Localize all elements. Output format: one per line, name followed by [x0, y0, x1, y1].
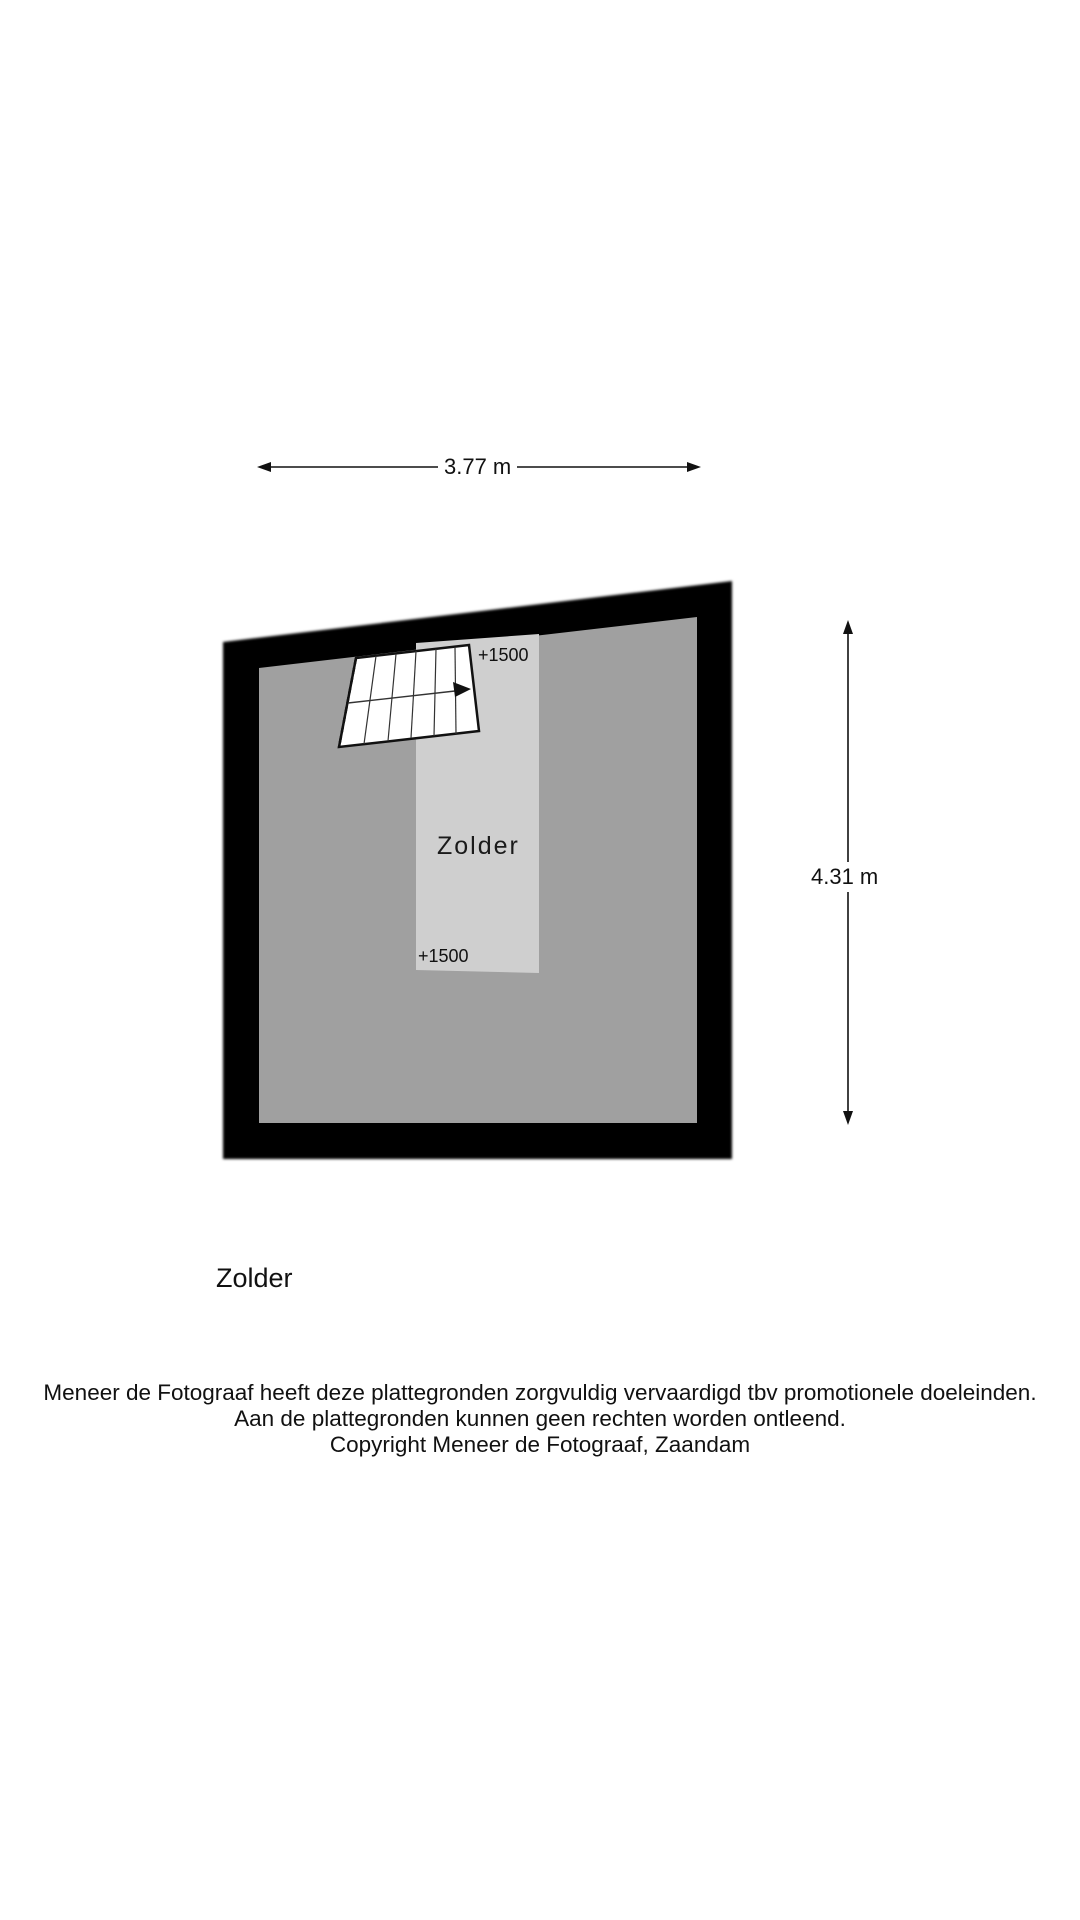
arrowhead-up-icon	[843, 620, 853, 634]
disclaimer-line-2: Aan de plattegronden kunnen geen rechten…	[234, 1406, 846, 1431]
disclaimer: Meneer de Fotograaf heeft deze plattegro…	[0, 1380, 1080, 1458]
room-name-label: Zolder	[437, 832, 520, 860]
disclaimer-line-1: Meneer de Fotograaf heeft deze plattegro…	[43, 1380, 1037, 1405]
width-dimension-label: 3.77 m	[438, 456, 518, 478]
disclaimer-line-3: Copyright Meneer de Fotograaf, Zaandam	[329, 1432, 751, 1457]
height-dimension-label: 4.31 m	[811, 862, 879, 892]
floor-title: Zolder	[216, 1263, 293, 1293]
level-marker-top: +1500	[478, 645, 529, 665]
arrow-right-icon	[453, 682, 471, 697]
level-marker-bottom: +1500	[418, 946, 469, 966]
arrowhead-down-icon	[843, 1111, 853, 1125]
arrowhead-right-icon	[687, 462, 701, 472]
staircase	[337, 643, 481, 749]
arrowhead-left-icon	[257, 462, 271, 472]
